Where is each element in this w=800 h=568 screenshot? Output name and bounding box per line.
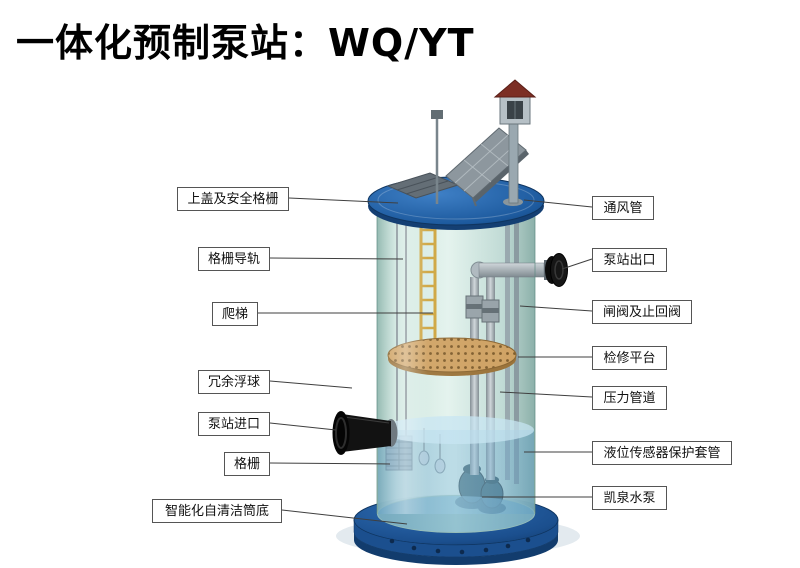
base-flange-front xyxy=(353,519,559,565)
vent-pipe xyxy=(493,79,537,206)
label-gate-check-valve: 闸阀及止回阀 xyxy=(592,300,692,324)
top-equipment xyxy=(386,79,537,207)
label-redundant-float: 冗余浮球 xyxy=(198,370,270,394)
label-ladder: 爬梯 xyxy=(212,302,258,326)
base-bolts xyxy=(389,537,531,555)
label-vent-pipe: 通风管 xyxy=(592,196,654,220)
label-grille: 格栅 xyxy=(224,452,270,476)
label-pressure-pipe: 压力管道 xyxy=(592,386,667,410)
label-station-outlet: 泵站出口 xyxy=(592,248,667,272)
page-title: 一体化预制泵站：WQ/YT xyxy=(16,21,475,65)
label-service-platform: 检修平台 xyxy=(592,346,667,370)
label-level-sensor-sleeve: 液位传感器保护套管 xyxy=(592,441,732,465)
label-self-cleaning-bottom: 智能化自清洁筒底 xyxy=(152,499,282,523)
inlet-pipe xyxy=(332,411,398,455)
label-station-inlet: 泵站进口 xyxy=(198,412,270,436)
label-grille-guide-rail: 格栅导轨 xyxy=(198,247,270,271)
tank-glass-sheen xyxy=(376,203,536,514)
label-kaiquan-pump: 凯泉水泵 xyxy=(592,486,667,510)
label-top-cover-safety-grille: 上盖及安全格栅 xyxy=(177,187,289,211)
mast xyxy=(431,110,443,204)
top-cover-hatch xyxy=(386,172,460,199)
connector-lines xyxy=(258,197,593,525)
